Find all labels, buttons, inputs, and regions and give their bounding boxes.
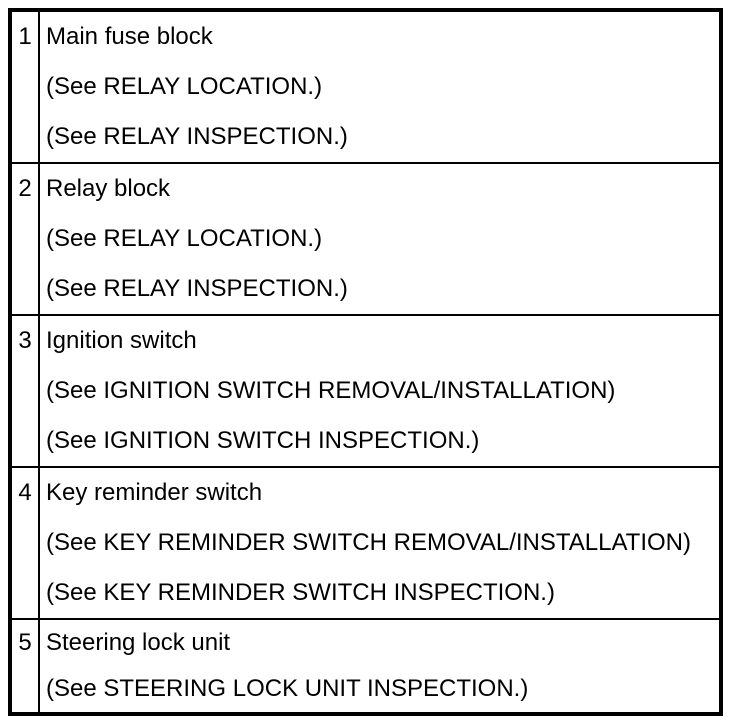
row-number: 2 bbox=[10, 162, 40, 315]
part-name: Key reminder switch bbox=[46, 479, 263, 506]
table-row: 1 Main fuse block (See RELAY LOCATION.) … bbox=[10, 10, 721, 163]
see-reference: (See RELAY INSPECTION.) bbox=[46, 123, 348, 150]
table-row: 5 Steering lock unit (See STEERING LOCK … bbox=[10, 618, 721, 714]
see-reference: (See KEY REMINDER SWITCH INSPECTION.) bbox=[46, 579, 555, 606]
see-reference: (See IGNITION SWITCH REMOVAL/INSTALLATIO… bbox=[46, 377, 616, 404]
see-reference: (See RELAY LOCATION.) bbox=[46, 73, 323, 100]
row-content: Ignition switch (See IGNITION SWITCH REM… bbox=[39, 314, 721, 467]
see-reference: (See KEY REMINDER SWITCH REMOVAL/INSTALL… bbox=[46, 529, 691, 556]
see-reference: (See IGNITION SWITCH INSPECTION.) bbox=[46, 427, 480, 454]
row-content: Relay block (See RELAY LOCATION.) (See R… bbox=[39, 162, 721, 315]
table-row: 3 Ignition switch (See IGNITION SWITCH R… bbox=[10, 314, 721, 467]
part-name: Steering lock unit bbox=[46, 629, 231, 656]
part-name: Ignition switch bbox=[46, 327, 197, 354]
row-content: Steering lock unit (See STEERING LOCK UN… bbox=[39, 618, 721, 714]
row-number: 1 bbox=[10, 10, 40, 163]
parts-reference-table: 1 Main fuse block (See RELAY LOCATION.) … bbox=[8, 8, 723, 716]
part-name: Relay block bbox=[46, 175, 171, 202]
row-number: 5 bbox=[10, 618, 40, 714]
see-reference: (See RELAY LOCATION.) bbox=[46, 225, 323, 252]
table-row: 4 Key reminder switch (See KEY REMINDER … bbox=[10, 466, 721, 619]
see-reference: (See RELAY INSPECTION.) bbox=[46, 275, 348, 302]
row-number: 4 bbox=[10, 466, 40, 619]
table-row: 2 Relay block (See RELAY LOCATION.) (See… bbox=[10, 162, 721, 315]
row-number: 3 bbox=[10, 314, 40, 467]
row-content: Key reminder switch (See KEY REMINDER SW… bbox=[39, 466, 721, 619]
part-name: Main fuse block bbox=[46, 23, 213, 50]
row-content: Main fuse block (See RELAY LOCATION.) (S… bbox=[39, 10, 721, 163]
see-reference: (See STEERING LOCK UNIT INSPECTION.) bbox=[46, 675, 529, 702]
